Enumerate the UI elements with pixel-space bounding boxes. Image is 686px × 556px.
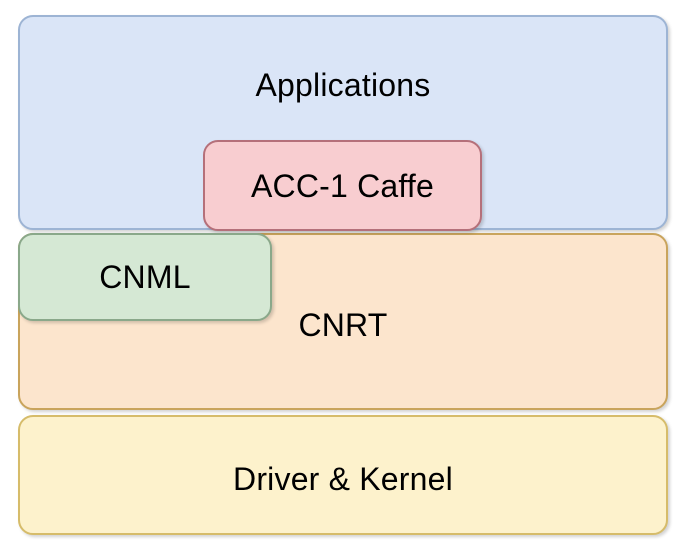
layer-box-acc-1-caffe[interactable]: ACC-1 Caffe [203, 140, 482, 231]
layer-label-driver-kernel: Driver & Kernel [233, 461, 453, 497]
layer-label-applications: Applications [255, 67, 431, 103]
layer-box-cnrt[interactable]: CNRT [18, 233, 668, 410]
layer-box-driver-kernel[interactable]: Driver & Kernel [18, 415, 668, 535]
layer-label-cnml: CNML [99, 259, 191, 295]
layer-label-acc-1-caffe: ACC-1 Caffe [250, 167, 434, 204]
layer-label-cnrt: CNRT [298, 307, 388, 343]
layer-box-cnml[interactable]: CNML [18, 233, 272, 321]
